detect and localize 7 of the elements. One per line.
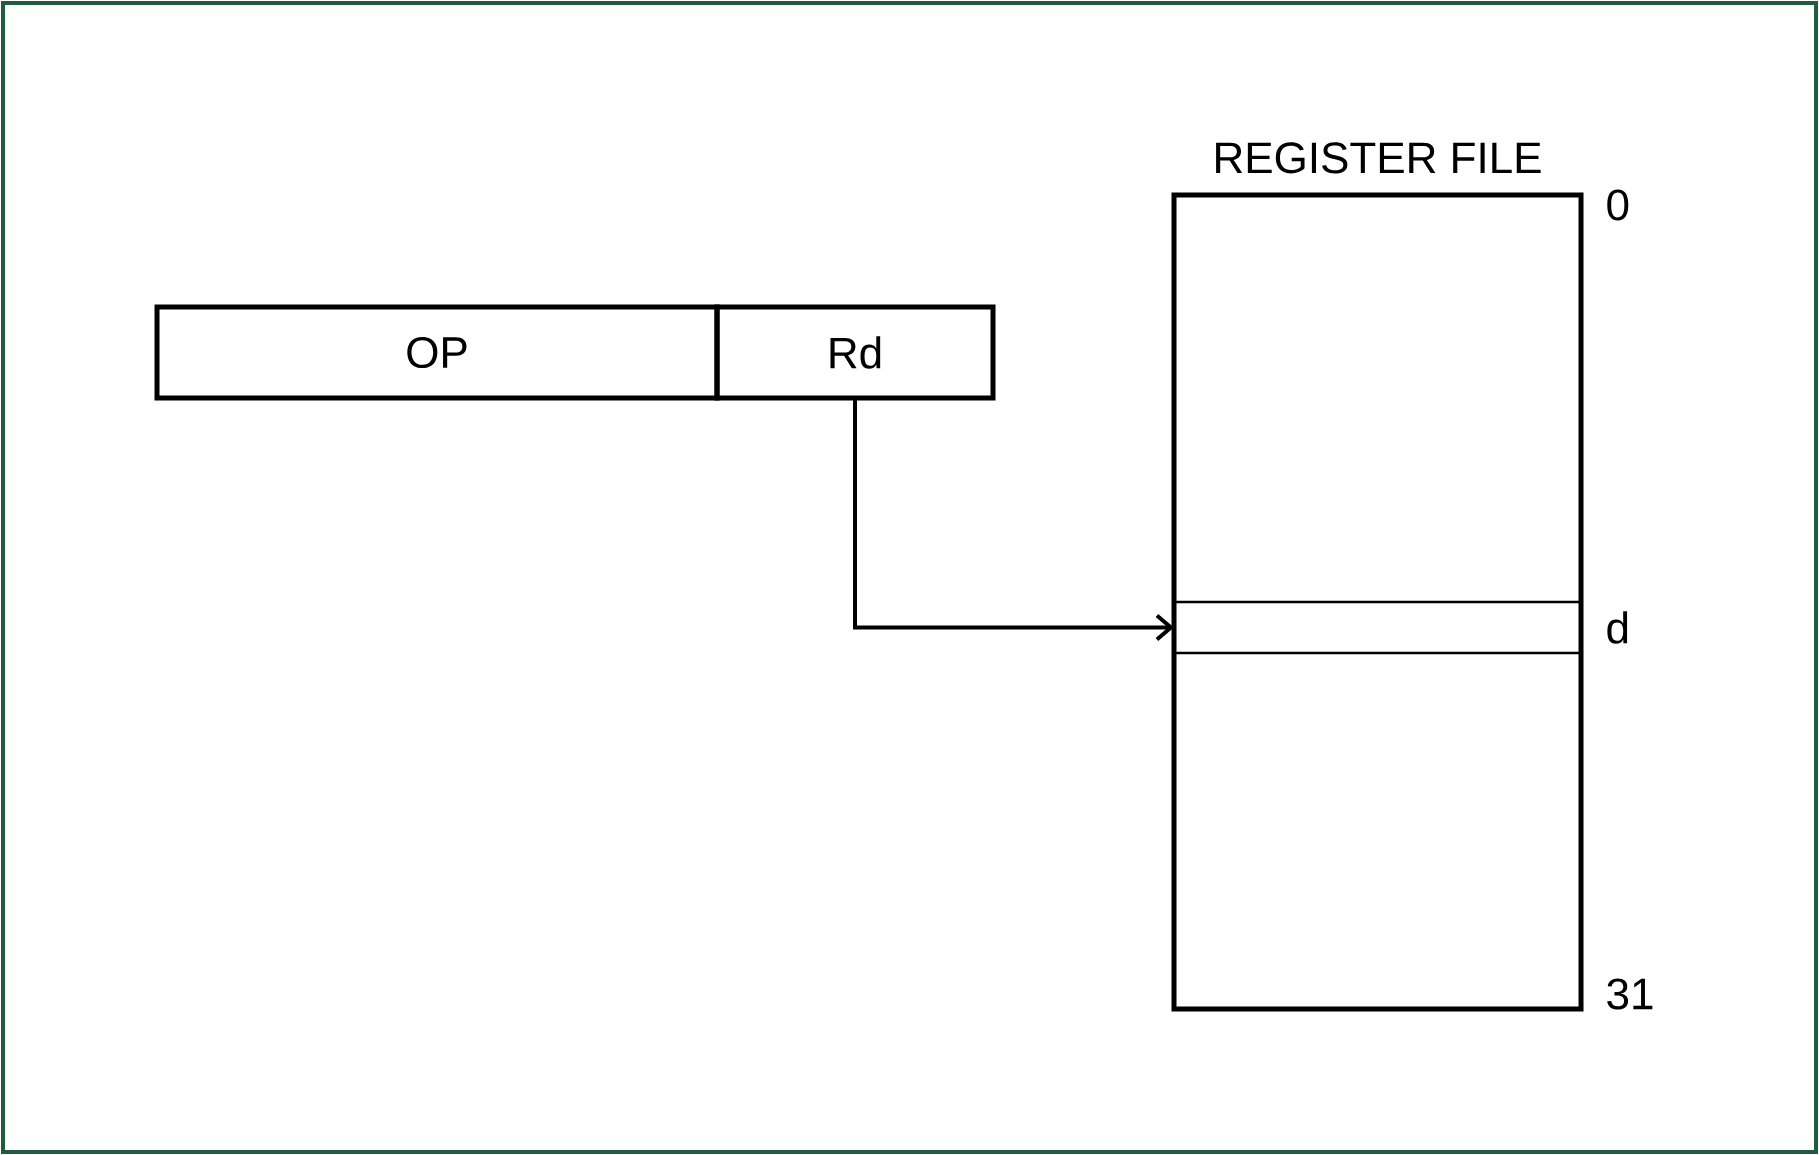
- arrow: [853, 398, 1174, 641]
- field-box: OP: [154, 304, 720, 401]
- row-label: d: [1607, 611, 1628, 644]
- field-box: Rd: [714, 304, 996, 401]
- index-label: 0: [1607, 189, 1629, 221]
- index-label: 31: [1607, 978, 1653, 1010]
- heading: REGISTER FILE: [1216, 142, 1541, 174]
